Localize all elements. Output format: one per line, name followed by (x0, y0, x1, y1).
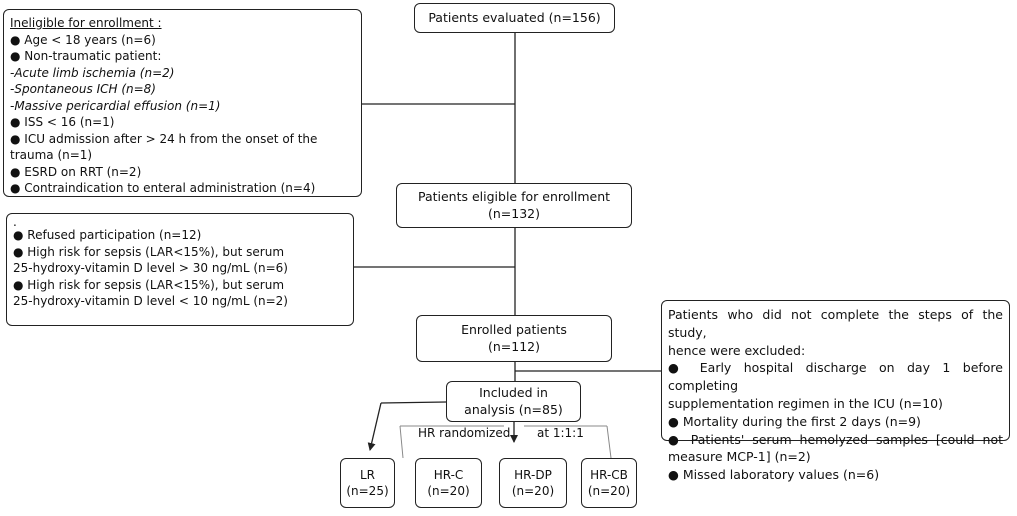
excluded-item-continued: 25-hydroxy-vitamin D level > 30 ng/mL (n… (13, 261, 288, 275)
not-completed-item: ● Missed laboratory values (n=6) (668, 467, 880, 483)
ineligible-box: Ineligible for enrollment : ● Age < 18 y… (3, 9, 362, 197)
ineligible-item: ● Contraindication to enteral administra… (10, 181, 316, 195)
not-completed-item-continued: supplementation regimen in the ICU (n=10… (668, 395, 943, 411)
ineligible-title: Ineligible for enrollment : (10, 16, 162, 30)
ineligible-subitem: -Spontaneous ICH (n=8) (10, 82, 156, 96)
enrolled-patients-count: (n=112) (487, 338, 540, 354)
randomize-right-drop (606, 425, 612, 459)
excluded-item-continued: 25-hydroxy-vitamin D level < 10 ng/mL (n… (13, 294, 288, 308)
group-box-lr: LR (n=25) (340, 458, 395, 508)
excluded-before-enrollment-box: . ● Refused participation (n=12) ● High … (6, 213, 354, 326)
patients-eligible-count: (n=132) (487, 205, 540, 221)
not-completed-box: Patients who did not complete the steps … (661, 300, 1010, 482)
group-count: (n=20) (511, 484, 555, 498)
randomization-label-right: at 1:1:1 (537, 426, 584, 440)
included-analysis-box: Included in analysis (n=85) (446, 381, 581, 422)
patients-evaluated-label: Patients evaluated (n=156) (428, 9, 601, 25)
not-completed-item: ● Early hospital discharge on day 1 befo… (668, 360, 1003, 394)
stray-dot: . (13, 215, 17, 229)
not-completed-item-continued: measure MCP-1] (n=2) (668, 449, 811, 465)
group-count: (n=25) (346, 484, 389, 498)
enrolled-patients-label: Enrolled patients (461, 322, 567, 337)
not-completed-item: ● Patients' serum hemolyzed samples [cou… (668, 431, 1003, 447)
group-count: (n=20) (427, 484, 470, 498)
excluded-item: ● High risk for sepsis (LAR<15%), but se… (13, 244, 285, 259)
excluded-item: ● Refused participation (n=12) (13, 228, 202, 242)
group-name: HR-C (433, 467, 464, 482)
included-analysis-count: analysis (n=85) (464, 401, 563, 417)
group-box-hr-c: HR-C (n=20) (415, 458, 482, 508)
enrolled-patients-box: Enrolled patients (n=112) (416, 315, 612, 362)
ineligible-subitem: -Massive pericardial effusion (n=1) (10, 98, 221, 113)
group-box-hr-dp: HR-DP (n=20) (499, 458, 567, 508)
not-completed-intro-continued: hence were excluded: (668, 342, 806, 358)
group-box-hr-cb: HR-CB (n=20) (581, 458, 637, 508)
group-name: HR-DP (514, 467, 552, 482)
not-completed-intro: Patients who did not complete the steps … (668, 307, 1003, 340)
randomize-left-drop (399, 425, 404, 459)
ineligible-item: ● ISS < 16 (n=1) (10, 115, 115, 129)
excluded-item: ● High risk for sepsis (LAR<15%), but se… (13, 277, 285, 292)
randomization-label-left: HR randomized (418, 426, 511, 440)
patients-eligible-box: Patients eligible for enrollment (n=132) (396, 183, 632, 228)
group-name: HR-CB (590, 467, 628, 482)
lr-arrow (380, 401, 447, 404)
included-analysis-label: Included in (479, 385, 548, 400)
ineligible-item: ● Non-traumatic patient: (10, 49, 162, 63)
ineligible-item: ● ICU admission after > 24 h from the on… (10, 131, 318, 146)
ineligible-item: ● ESRD on RRT (n=2) (10, 164, 142, 179)
ineligible-item: ● Age < 18 years (n=6) (10, 32, 156, 47)
not-completed-item: ● Mortality during the first 2 days (n=9… (668, 413, 921, 429)
group-name: LR (359, 467, 376, 482)
group-count: (n=20) (587, 484, 631, 498)
patients-eligible-label: Patients eligible for enrollment (417, 189, 611, 204)
ineligible-item-continued: trauma (n=1) (10, 148, 93, 162)
ineligible-subitem: -Acute limb ischemia (n=2) (10, 65, 175, 80)
lr-arrow-down (367, 402, 382, 451)
patients-evaluated-box: Patients evaluated (n=156) (414, 3, 615, 33)
